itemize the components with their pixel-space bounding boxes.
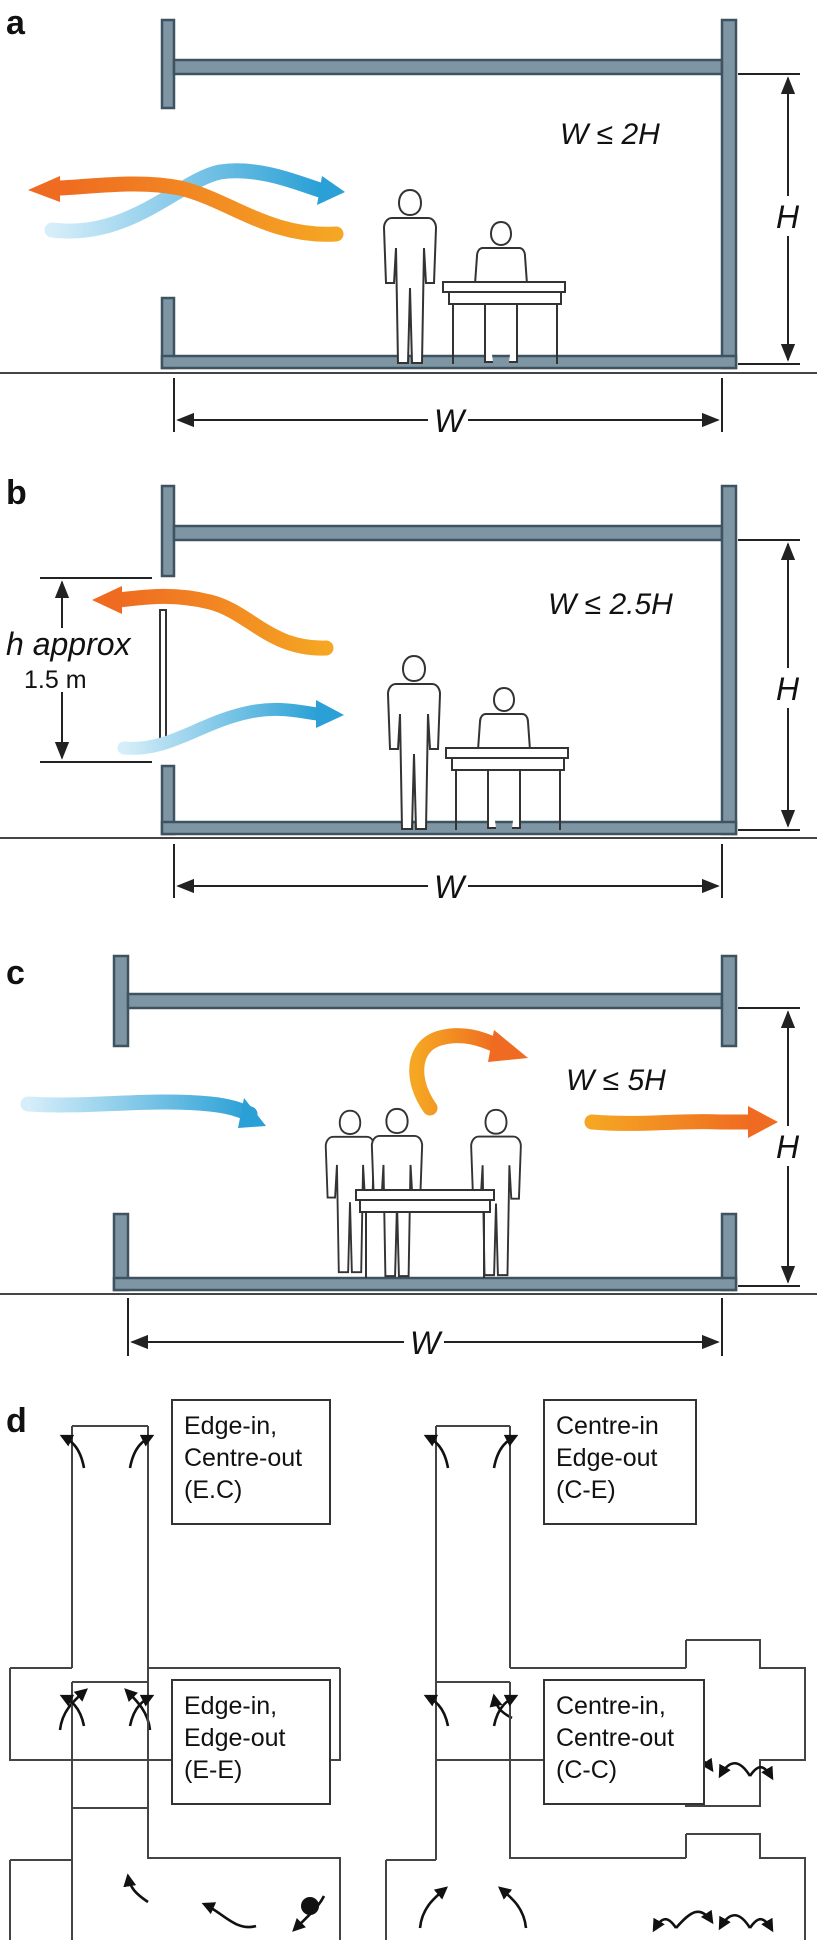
- config-label-box: [543, 1679, 705, 1805]
- flow-arrow: [652, 1917, 678, 1933]
- standing-person-icon: [383, 189, 437, 364]
- config-label-line: Edge-out: [184, 1724, 286, 1752]
- meeting-table: [355, 1189, 495, 1278]
- window-pane: [159, 609, 167, 745]
- opening-note-line2: 1.5 m: [24, 666, 87, 694]
- flow-arrow: [492, 1694, 519, 1727]
- warm-air-rising-arrow: [409, 1028, 506, 1116]
- cool-air-arrow: [117, 702, 325, 755]
- panel-c-letter: c: [6, 954, 25, 992]
- panel-c-height-label: H: [776, 1129, 800, 1165]
- cool-air-arrowhead: [316, 700, 344, 728]
- panel-a-height-label: H: [776, 199, 800, 235]
- flow-arrow: [59, 1694, 86, 1727]
- panel-d-letter: d: [6, 1402, 27, 1440]
- roof: [172, 58, 724, 76]
- config-label-line: Centre-in: [556, 1412, 659, 1440]
- flow-arrow: [718, 1761, 752, 1779]
- config-label-line: (C-C): [556, 1756, 617, 1784]
- config-label-line: (E.C): [184, 1476, 242, 1504]
- panel-a-formula: W ≤ 2H: [560, 118, 660, 151]
- panel-b: b h approx 1.5 m W ≤ 2.5H H W: [0, 474, 817, 906]
- panel-b-formula: W ≤ 2.5H: [548, 588, 673, 621]
- roof: [126, 992, 724, 1010]
- flow-arrow: [748, 1917, 774, 1933]
- warm-air-outlet-arrow: [584, 1114, 760, 1131]
- left-wall-upper: [160, 484, 176, 578]
- warm-air-arrowhead: [92, 586, 122, 614]
- right-wall: [720, 484, 738, 836]
- panel-a-width-label: W: [434, 403, 467, 439]
- flow-arrow: [492, 1434, 519, 1469]
- floor: [112, 1276, 738, 1292]
- standing-person-icon: [387, 655, 441, 830]
- config-label-line: Edge-in,: [184, 1692, 277, 1720]
- panel-c-formula: W ≤ 5H: [566, 1064, 666, 1097]
- warm-air-rising-arrowhead: [488, 1030, 528, 1062]
- panel-d: d Edge-in, Centre-out (E.C): [6, 1399, 806, 1940]
- warm-air-arrowhead: [28, 176, 60, 202]
- flow-arrow: [498, 1886, 528, 1929]
- flow-arrow: [124, 1688, 152, 1731]
- config-centre-in-centre-out: Centre-in, Centre-out (C-C): [385, 1679, 806, 1940]
- flow-arrow: [201, 1902, 257, 1929]
- config-label-line: Centre-in,: [556, 1692, 666, 1720]
- flow-arrow: [59, 1434, 86, 1469]
- config-label-line: Centre-out: [556, 1724, 674, 1752]
- seated-person-at-desk-icon: [444, 686, 570, 832]
- panel-a-letter: a: [6, 4, 26, 42]
- config-label-box: [543, 1399, 697, 1525]
- flow-arrow: [423, 1694, 450, 1727]
- warm-air-outlet-arrowhead: [748, 1106, 778, 1138]
- floor: [160, 354, 738, 370]
- left-wall-upper: [160, 18, 176, 110]
- config-label-line: (E-E): [184, 1756, 242, 1784]
- panel-c-width-label: W: [410, 1325, 443, 1361]
- flow-arrow: [292, 1895, 326, 1932]
- flow-arrow: [418, 1886, 448, 1929]
- panel-b-width-label: W: [434, 869, 467, 905]
- warm-air-arrow: [110, 588, 334, 656]
- cool-air-arrowhead: [317, 176, 345, 205]
- cool-air-arrowhead: [238, 1098, 266, 1128]
- config-label-box: [171, 1679, 331, 1805]
- cool-air-arrow: [20, 1094, 258, 1122]
- config-label-line: Edge-out: [556, 1444, 658, 1472]
- flow-arrow: [675, 1909, 714, 1929]
- flow-arrow: [128, 1694, 155, 1727]
- config-label-box: [171, 1399, 331, 1525]
- config-label-line: (C-E): [556, 1476, 616, 1504]
- flow-arrow: [748, 1765, 774, 1781]
- floor: [160, 820, 738, 836]
- panel-b-height-label: H: [776, 671, 800, 707]
- opening-note-line1: h approx: [6, 626, 132, 662]
- config-label-line: Edge-in,: [184, 1412, 277, 1440]
- roof: [172, 524, 724, 542]
- cool-air-arrow: [44, 163, 328, 239]
- warm-air-arrow: [52, 176, 344, 242]
- left-wall-upper: [112, 954, 130, 1048]
- config-label-line: Centre-out: [184, 1444, 302, 1472]
- right-wall-upper: [720, 954, 738, 1048]
- flow-arrow: [58, 1688, 88, 1731]
- right-wall: [720, 18, 738, 370]
- panel-b-letter: b: [6, 474, 27, 512]
- seated-person-at-desk-icon: [441, 220, 567, 366]
- config-edge-in-edge-out: Edge-in, Edge-out (E-E): [9, 1679, 341, 1940]
- flow-arrow: [423, 1434, 450, 1469]
- flow-arrow: [128, 1434, 155, 1469]
- flow-arrow: [718, 1913, 752, 1931]
- panel-a: a W ≤ 2H H W: [0, 4, 817, 440]
- panel-c: c W ≤ 5H H W: [0, 954, 817, 1362]
- flow-arrow: [123, 1873, 149, 1904]
